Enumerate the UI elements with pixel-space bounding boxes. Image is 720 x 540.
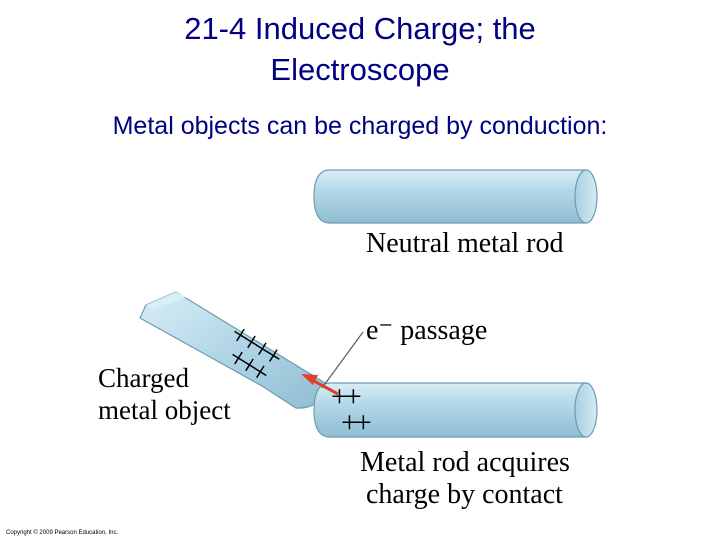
title-line-1: 21-4 Induced Charge; the xyxy=(184,11,536,46)
electron-passage-label: e⁻ passage xyxy=(366,315,488,346)
slide-subtitle: Metal objects can be charged by conducti… xyxy=(112,112,608,140)
charged-object-label-line2: metal object xyxy=(98,395,231,425)
neutral-rod xyxy=(313,169,598,224)
rod-plus-signs-row2: ++ xyxy=(341,406,371,439)
passage-leader-line xyxy=(321,331,364,389)
electron-arrow xyxy=(301,374,339,396)
contact-rod xyxy=(313,382,598,438)
copyright-notice: Copyright © 2009 Pearson Education, Inc. xyxy=(6,530,119,536)
charged-object-label: Charged metal object xyxy=(98,362,231,426)
slide-title: 21-4 Induced Charge; the Electroscope xyxy=(60,8,660,90)
rod-acquires-label-line1: Metal rod acquires xyxy=(360,447,570,478)
rod-plus-signs-row1: ++ xyxy=(331,380,361,413)
charged-object-label-line1: Charged xyxy=(98,363,189,393)
rod-acquires-charge-label: Metal rod acquires charge by contact xyxy=(360,447,570,511)
title-line-2: Electroscope xyxy=(270,52,450,87)
neutral-rod-label: Neutral metal rod xyxy=(366,228,564,259)
rod-acquires-label-line2: charge by contact xyxy=(366,479,563,510)
